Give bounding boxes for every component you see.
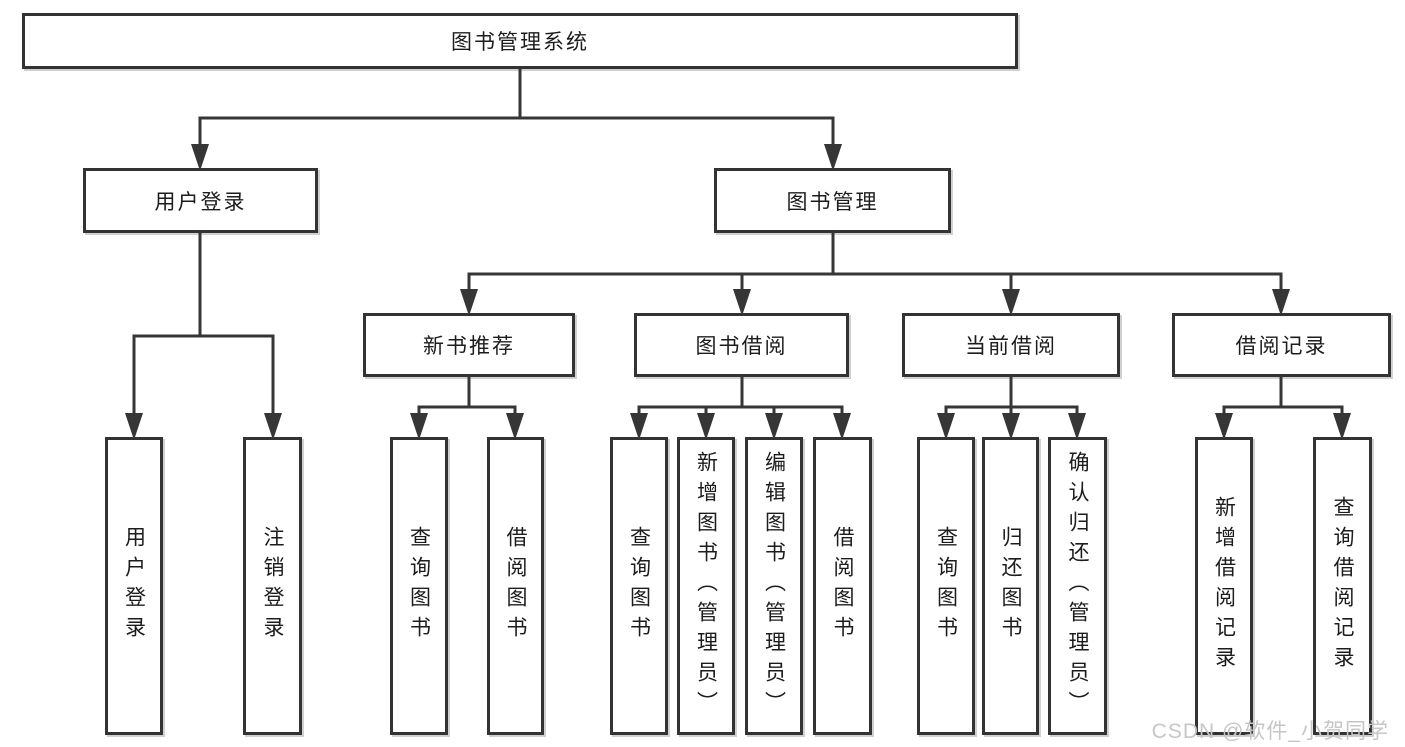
leaf-records-query-record-label: 查询借阅记录 (1331, 496, 1354, 676)
connector-book-borrowing-to-leaves (637, 375, 844, 417)
leaf-borrowing-borrow-books-label: 借阅图书 (831, 526, 854, 646)
connector-user-login-to-leaves (132, 231, 275, 416)
leaf-current-query-books: 查询图书 (917, 437, 975, 735)
leaf-newbook-query-books-label: 查询图书 (407, 526, 431, 646)
connector-book-management-to-level3 (467, 231, 1283, 292)
node-library-system: 图书管理系统 (22, 13, 1018, 69)
node-new-book-recommend: 新书推荐 (363, 313, 575, 377)
node-book-borrowing-label: 图书借阅 (695, 335, 788, 358)
node-borrowing-records: 借阅记录 (1172, 313, 1391, 377)
connector-borrowing-records-to-leaves (1222, 375, 1344, 417)
leaf-records-add-record: 新增借阅记录 (1195, 437, 1253, 735)
node-current-borrowing-label: 当前借阅 (965, 335, 1057, 358)
node-current-borrowing: 当前借阅 (902, 313, 1120, 377)
leaf-records-add-record-label: 新增借阅记录 (1212, 496, 1236, 676)
leaf-logout-login-label: 注销登录 (261, 526, 284, 646)
csdn-watermark: CSDN @软件_小贺同学 (1151, 720, 1389, 743)
leaf-logout-login: 注销登录 (243, 437, 302, 735)
leaf-user-login: 用户登录 (105, 437, 163, 735)
node-library-system-label: 图书管理系统 (451, 31, 589, 54)
leaf-current-confirm-return-label: 确认归还（管理员） (1066, 451, 1089, 721)
node-book-borrowing: 图书借阅 (634, 313, 849, 377)
node-borrowing-records-label: 借阅记录 (1235, 335, 1328, 358)
leaf-current-confirm-return: 确认归还（管理员） (1048, 437, 1107, 735)
leaf-borrowing-edit-books-label: 编辑图书（管理员） (762, 451, 786, 721)
connector-current-borrowing-to-leaves (944, 375, 1079, 417)
leaf-newbook-borrow-books: 借阅图书 (487, 437, 544, 735)
leaf-borrowing-query-books-label: 查询图书 (627, 526, 651, 646)
connector-system-to-level2 (198, 67, 835, 148)
node-book-management-label: 图书管理 (786, 190, 879, 214)
leaf-current-return-books-label: 归还图书 (999, 526, 1022, 646)
leaf-user-login-label: 用户登录 (122, 526, 146, 646)
node-book-management: 图书管理 (714, 168, 951, 233)
node-user-login: 用户登录 (83, 168, 318, 233)
leaf-borrowing-add-books: 新增图书（管理员） (677, 437, 735, 735)
leaf-borrowing-add-books-label: 新增图书（管理员） (694, 451, 718, 721)
leaf-borrowing-edit-books: 编辑图书（管理员） (745, 437, 803, 735)
node-user-login-label: 用户登录 (154, 190, 247, 214)
node-new-book-recommend-label: 新书推荐 (423, 335, 515, 358)
leaf-borrowing-query-books: 查询图书 (610, 437, 668, 735)
leaf-current-query-books-label: 查询图书 (934, 526, 958, 646)
leaf-newbook-query-books: 查询图书 (390, 437, 448, 735)
leaf-records-query-record: 查询借阅记录 (1313, 437, 1372, 735)
leaf-current-return-books: 归还图书 (982, 437, 1039, 735)
connector-new-book-to-leaves (417, 375, 517, 417)
leaf-borrowing-borrow-books: 借阅图书 (813, 437, 872, 735)
leaf-newbook-borrow-books-label: 借阅图书 (504, 526, 527, 646)
